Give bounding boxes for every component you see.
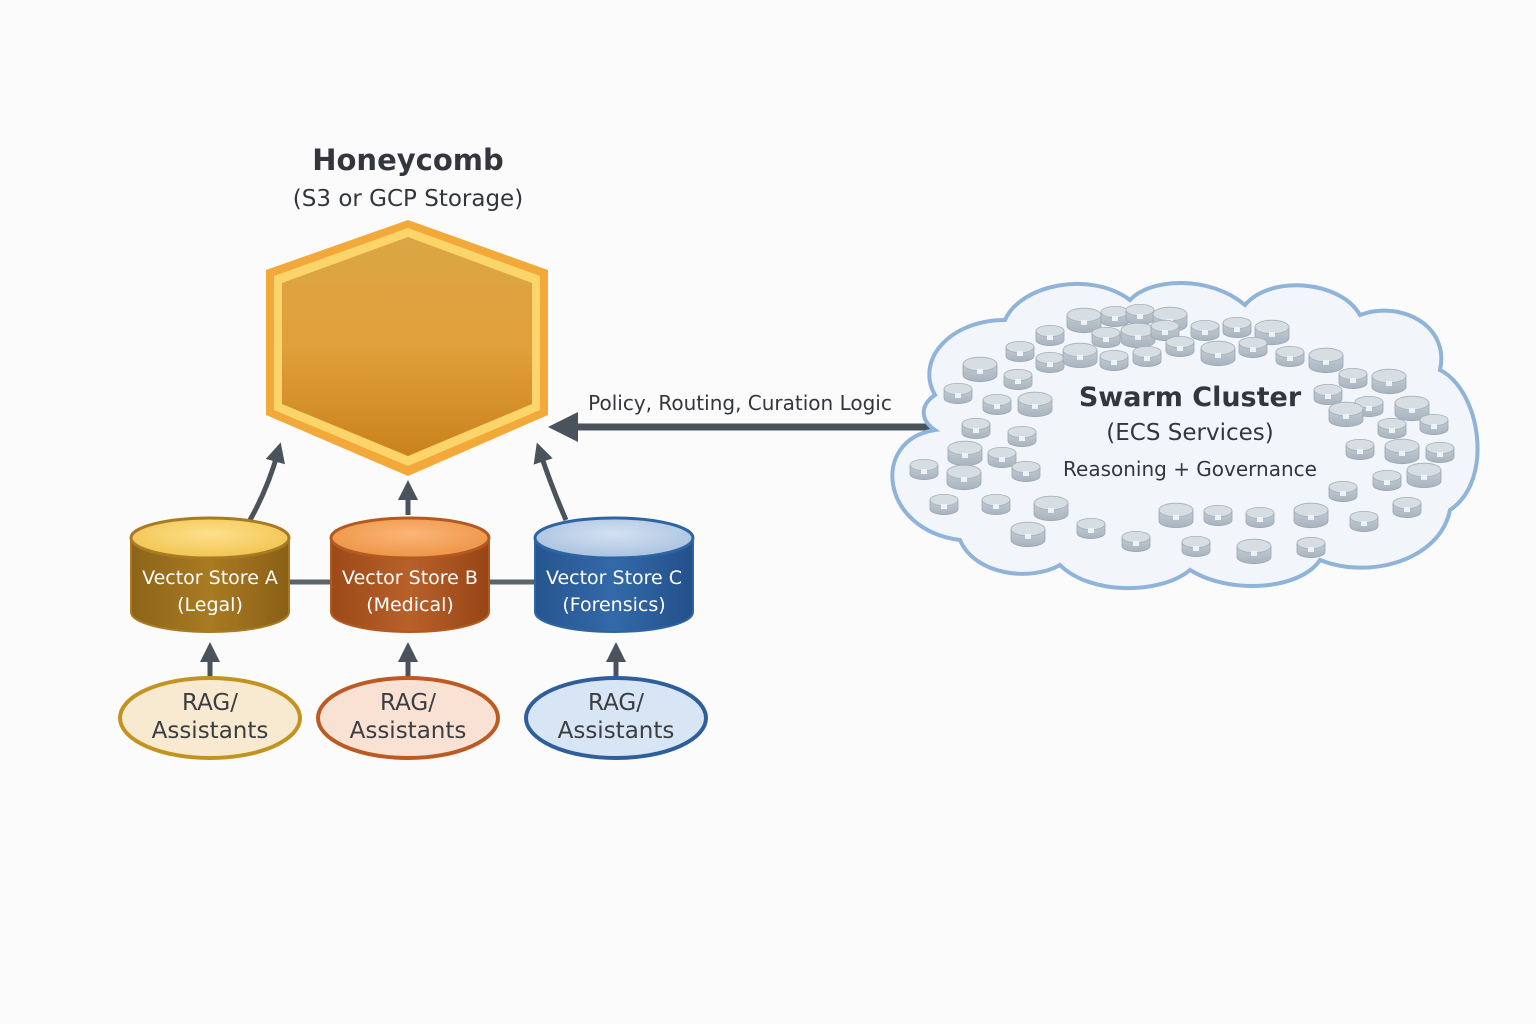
honeycomb-subtitle: (S3 or GCP Storage)	[293, 186, 523, 212]
vector-store-b[interactable]: Vector Store B (Medical)	[329, 516, 491, 633]
swarm-node-icon	[1005, 340, 1035, 362]
swarm-node-icon	[1033, 495, 1069, 522]
swarm-node-icon	[1200, 340, 1236, 367]
swarm-node-icon	[1313, 383, 1343, 405]
swarm-node-icon	[1377, 417, 1407, 439]
swarm-node-icon	[1007, 425, 1037, 447]
swarm-node-icon	[947, 440, 983, 467]
policy-arrow	[548, 412, 935, 442]
honeycomb-title: Honeycomb	[312, 143, 504, 177]
swarm-description: Reasoning + Governance	[1063, 457, 1317, 481]
swarm-node-icon	[1238, 336, 1268, 358]
swarm-node-icon	[1132, 345, 1162, 367]
swarm-node-icon	[1062, 342, 1098, 369]
rag-assistants-node[interactable]: RAG/Assistants	[524, 676, 708, 760]
swarm-node-icon	[1066, 307, 1102, 334]
swarm-subtitle: (ECS Services)	[1106, 420, 1273, 446]
swarm-node-icon	[1158, 502, 1194, 529]
swarm-node-icon	[1076, 518, 1106, 539]
swarm-node-icon	[943, 382, 973, 404]
swarm-node-icon	[1100, 305, 1130, 327]
rag-label-line1: RAG/	[182, 690, 238, 716]
rag-label-line1: RAG/	[588, 690, 644, 716]
swarm-node-icon	[1328, 401, 1364, 428]
rag-assistants-node[interactable]: RAG/Assistants	[118, 676, 302, 760]
vector-store-a[interactable]: Vector Store A (Legal)	[129, 516, 291, 633]
swarm-node-icon	[962, 356, 998, 383]
swarm-node-icon	[1003, 368, 1033, 390]
swarm-node-icon	[1222, 316, 1252, 338]
swarm-node-icon	[1181, 536, 1211, 557]
honeycomb-hexagon[interactable]	[266, 220, 548, 476]
swarm-node-icon	[1011, 460, 1041, 482]
swarm-node-icon	[961, 417, 991, 439]
vector-store-domain: (Forensics)	[562, 594, 665, 616]
swarm-node-icon	[987, 446, 1017, 468]
swarm-node-icon	[1035, 324, 1065, 346]
swarm-node-icon	[1203, 504, 1233, 526]
swarm-node-icon	[1425, 441, 1455, 463]
swarm-node-icon	[1091, 326, 1121, 348]
swarm-node-icon	[1125, 303, 1155, 325]
rag-label-line2: Assistants	[152, 718, 269, 744]
swarm-node-icon	[1275, 345, 1305, 367]
swarm-node-icon	[1190, 319, 1220, 341]
swarm-node-icon	[1371, 368, 1407, 395]
rag-assistants-node[interactable]: RAG/Assistants	[316, 676, 500, 760]
swarm-node-icon	[1121, 531, 1151, 552]
rag-label-line2: Assistants	[558, 718, 675, 744]
swarm-node-icon	[1384, 438, 1420, 465]
swarm-node-icon	[1035, 351, 1065, 373]
swarm-node-icon	[1345, 438, 1375, 460]
swarm-node-icon	[982, 393, 1012, 415]
swarm-node-icon	[1394, 395, 1430, 422]
swarm-node-icon	[1017, 391, 1053, 418]
swarm-node-icon	[981, 493, 1011, 515]
swarm-node-icon	[1308, 347, 1344, 374]
swarm-node-icon	[1236, 538, 1272, 565]
store-to-honeycomb-arrows	[247, 442, 569, 522]
vector-store-name: Vector Store C	[546, 567, 682, 589]
vector-store-name: Vector Store A	[142, 567, 278, 589]
rag-label-line1: RAG/	[380, 690, 436, 716]
arrow-store-c-to-honeycomb	[533, 442, 569, 522]
swarm-node-icon	[909, 458, 939, 480]
rag-label-line2: Assistants	[350, 718, 467, 744]
arrow-store-a-to-honeycomb	[247, 442, 285, 522]
swarm-node-icon	[1010, 521, 1046, 548]
swarm-node-icon	[1099, 349, 1129, 371]
swarm-node-icon	[946, 464, 982, 491]
swarm-node-icon	[1245, 506, 1275, 528]
vector-store-domain: (Medical)	[366, 594, 454, 616]
swarm-node-icon	[1293, 502, 1329, 529]
swarm-title: Swarm Cluster	[1079, 382, 1302, 413]
swarm-node-icon	[1349, 510, 1379, 532]
vector-store-domain: (Legal)	[177, 594, 243, 616]
vector-store-name: Vector Store B	[342, 567, 478, 589]
swarm-node-icon	[1328, 480, 1358, 502]
swarm-node-icon	[1392, 496, 1422, 518]
swarm-node-icon	[1338, 367, 1368, 389]
swarm-node-icon	[1406, 462, 1442, 489]
swarm-node-icon	[1120, 322, 1156, 349]
swarm-node-icon	[1165, 335, 1195, 357]
policy-arrow-label: Policy, Routing, Curation Logic	[588, 391, 892, 415]
swarm-node-icon	[929, 493, 959, 515]
vector-store-c[interactable]: Vector Store C (Forensics)	[533, 516, 695, 633]
swarm-node-icon	[1150, 319, 1180, 341]
swarm-node-icon	[1296, 537, 1326, 558]
swarm-node-group	[909, 303, 1455, 565]
swarm-node-icon	[1372, 469, 1402, 491]
swarm-node-icon	[1419, 413, 1449, 435]
